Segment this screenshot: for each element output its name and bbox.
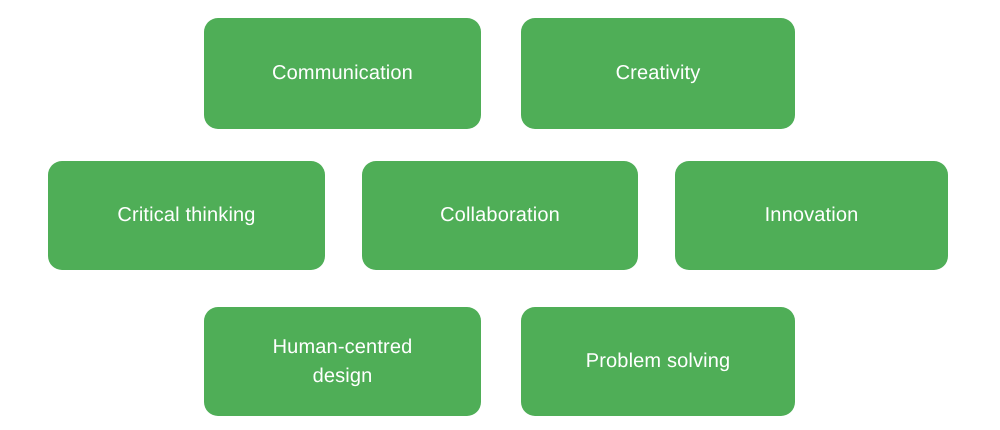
skill-card-communication[interactable]: Communication <box>204 18 481 129</box>
skill-card-label: Problem solving <box>585 350 731 372</box>
skill-card-label: Creativity <box>615 62 701 84</box>
skill-card-label: Human-centred design <box>272 335 413 387</box>
skill-card-collaboration[interactable]: Collaboration <box>362 161 638 270</box>
skill-card-human-centred-design[interactable]: Human-centred design <box>204 307 481 416</box>
skill-card-label: Communication <box>272 62 413 84</box>
skill-card-label: Innovation <box>764 204 859 226</box>
skill-card-innovation[interactable]: Innovation <box>675 161 948 270</box>
skill-card-label: Collaboration <box>440 204 560 226</box>
skill-card-creativity[interactable]: Creativity <box>521 18 795 129</box>
skill-card-label: Critical thinking <box>117 204 256 226</box>
skill-card-problem-solving[interactable]: Problem solving <box>521 307 795 416</box>
skill-card-critical-thinking[interactable]: Critical thinking <box>48 161 325 270</box>
